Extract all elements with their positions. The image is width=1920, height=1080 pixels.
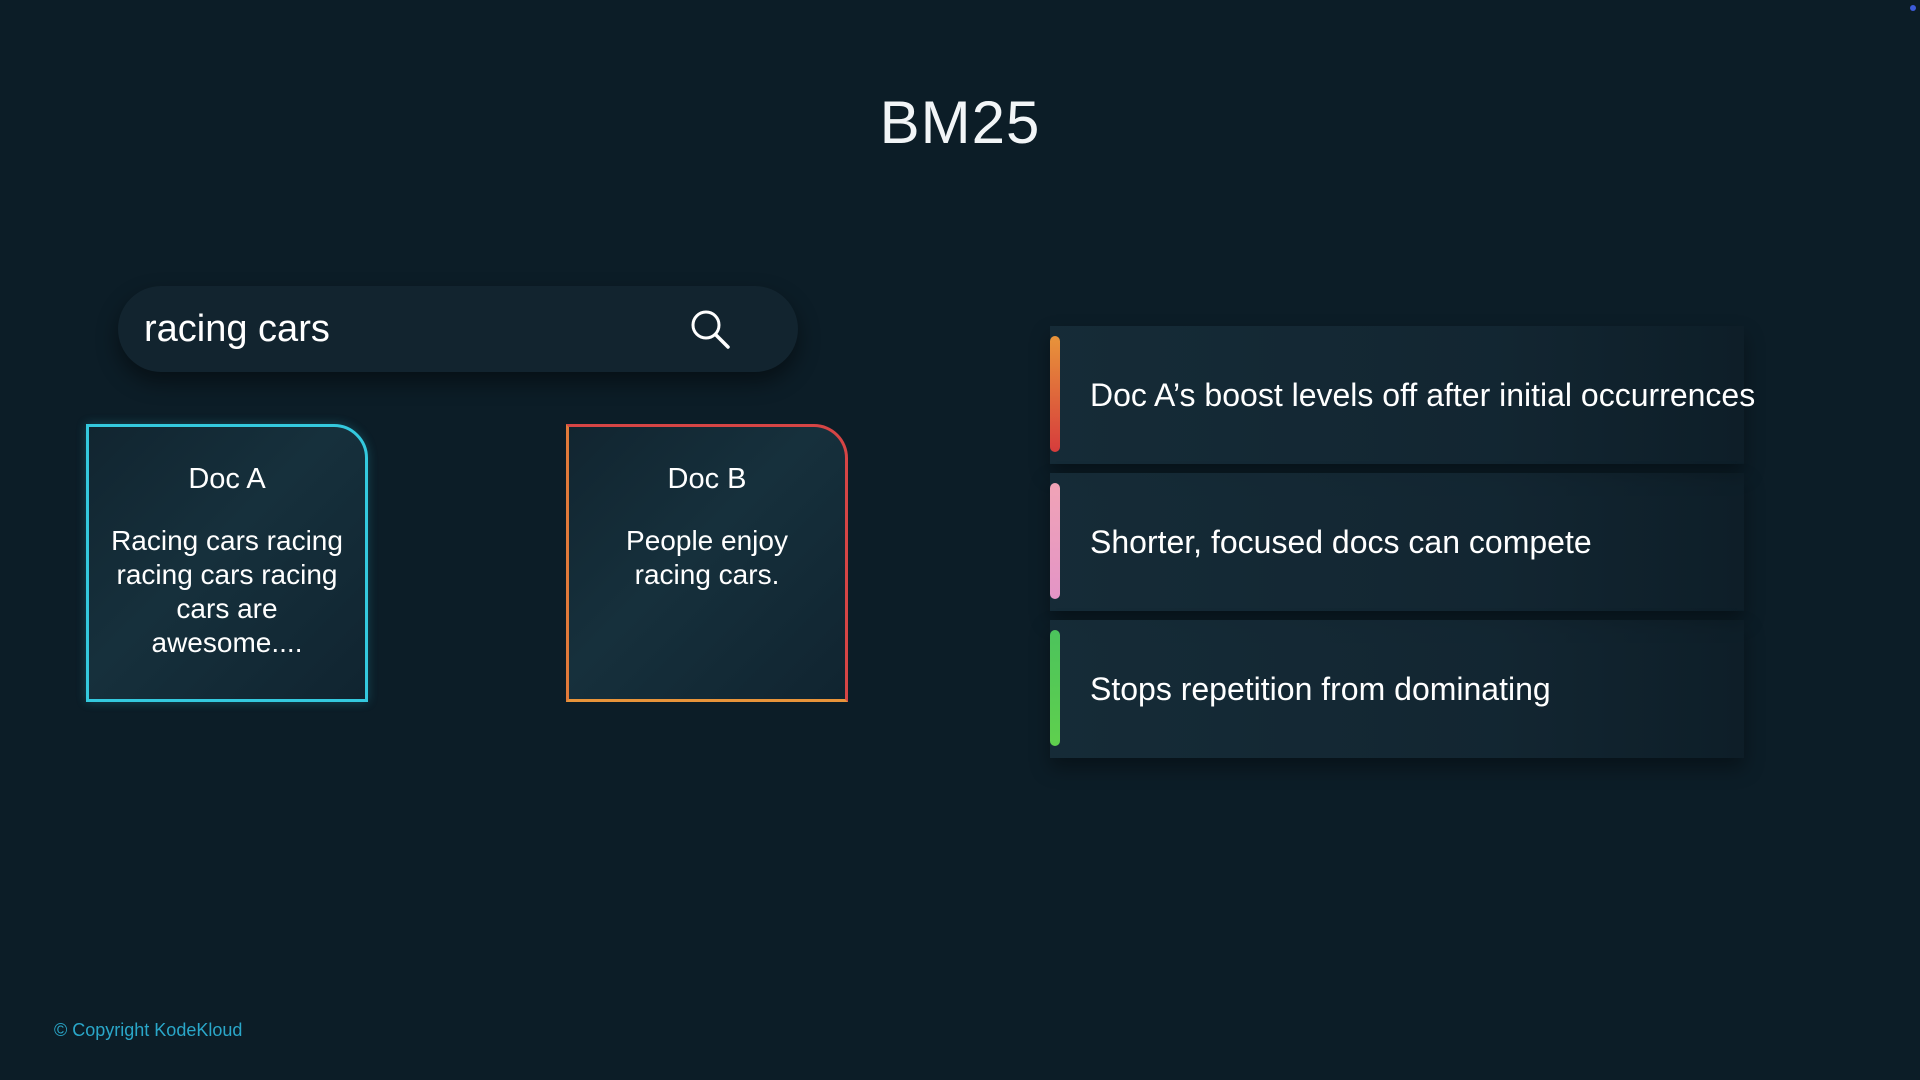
point-text: Stops repetition from dominating xyxy=(1090,670,1551,707)
doc-a-card: Doc A Racing cars racing racing cars rac… xyxy=(86,424,368,702)
point-item-repetition: Stops repetition from dominating xyxy=(1050,620,1744,758)
doc-a-title: Doc A xyxy=(188,463,266,495)
point-accent-bar xyxy=(1050,336,1060,452)
search-bar[interactable]: racing cars xyxy=(118,286,798,372)
doc-b-card: Doc B People enjoy racing cars. xyxy=(566,424,848,702)
point-item-short-docs: Shorter, focused docs can compete xyxy=(1050,473,1744,611)
point-text: Shorter, focused docs can compete xyxy=(1090,523,1592,560)
search-query[interactable]: racing cars xyxy=(144,307,330,350)
doc-b-title: Doc B xyxy=(667,463,747,495)
doc-b-body: People enjoy racing cars. xyxy=(626,525,788,590)
point-item-levels-off: Doc A’s boost levels off after initial o… xyxy=(1050,326,1755,464)
point-accent-bar xyxy=(1050,483,1060,599)
corner-dot xyxy=(1910,5,1916,11)
slide-title: BM25 xyxy=(879,89,1041,156)
point-text: Doc A’s boost levels off after initial o… xyxy=(1090,376,1756,413)
doc-a-body: Racing cars racing racing cars racing ca… xyxy=(111,525,343,658)
copyright-notice: © Copyright KodeKloud xyxy=(54,1020,243,1040)
search-icon[interactable] xyxy=(688,307,732,351)
point-accent-bar xyxy=(1050,630,1060,746)
